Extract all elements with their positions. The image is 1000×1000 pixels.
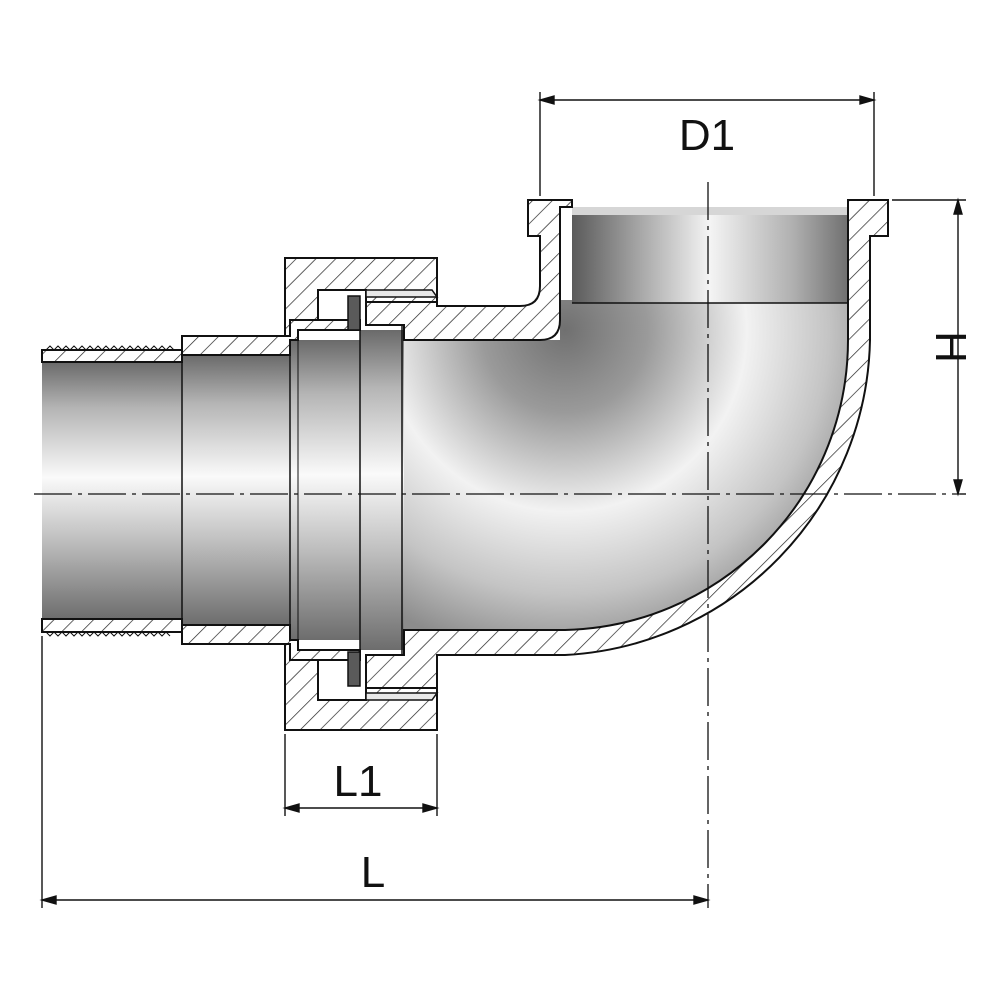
section-walls xyxy=(41,199,889,731)
pipe-interior xyxy=(42,207,848,655)
dimension-label-h: H xyxy=(926,331,975,363)
center-lines xyxy=(34,182,960,908)
dimension-lines xyxy=(39,92,966,908)
seal-rings xyxy=(347,289,439,701)
dimension-label-l: L xyxy=(361,848,385,897)
dimension-label-d1: D1 xyxy=(679,111,735,160)
dimension-label-l1: L1 xyxy=(334,757,383,806)
